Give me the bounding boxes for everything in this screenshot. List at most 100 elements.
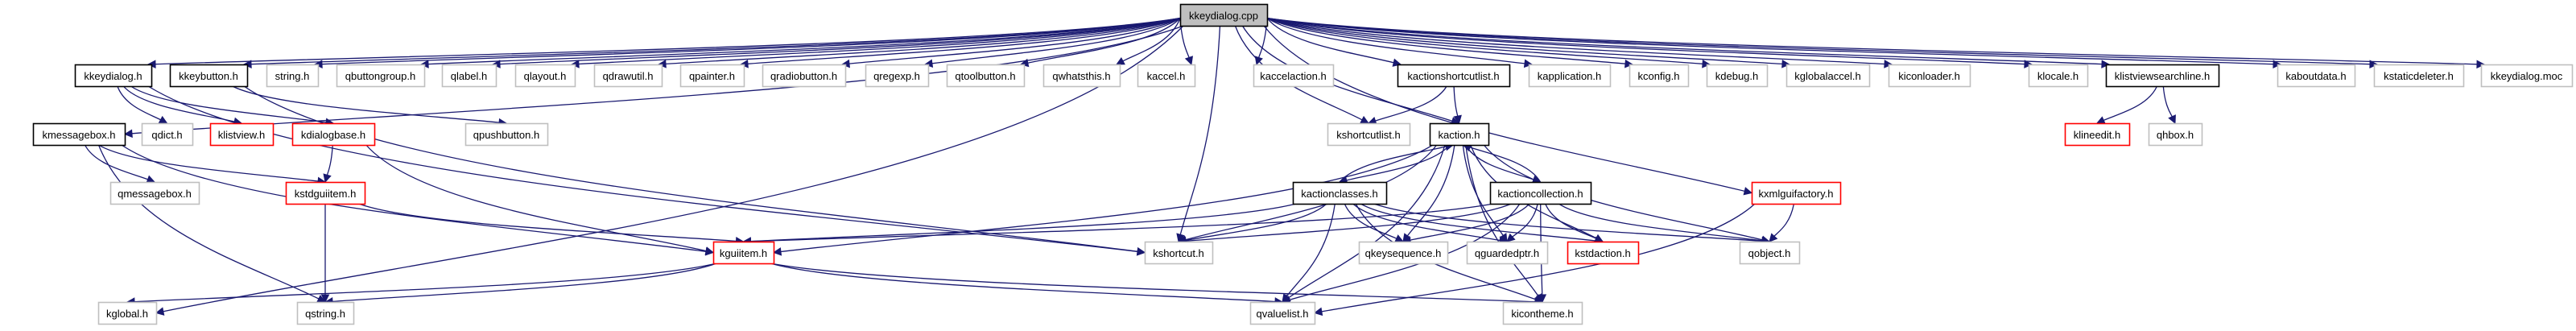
- edge-kactioncollection-h-to-kaction-h: [1462, 143, 1542, 183]
- arrowhead-icon: [1360, 115, 1369, 124]
- arrowhead-icon: [1136, 247, 1146, 256]
- edge-line: [848, 17, 1181, 64]
- node-kstdguiitem-h[interactable]: kstdguiitem.h: [285, 181, 366, 205]
- edge-kkeydialog-cpp-to-kaboutdata-h: [1266, 17, 2282, 68]
- edge-kmessagebox-h-to-qmessagebox-h: [84, 144, 156, 184]
- edge-kkeydialog-cpp-to-kstaticdeleter-h: [1266, 17, 2379, 68]
- node-qdict-h[interactable]: qdict.h: [141, 122, 194, 147]
- edge-line: [1185, 203, 1512, 242]
- node-qguardedptr-h[interactable]: qguardedptr.h: [1466, 241, 1549, 265]
- edge-line: [332, 263, 717, 303]
- node-kxmlguifactory-h[interactable]: kxmlguifactory.h: [1751, 181, 1842, 205]
- arrowhead-icon: [1313, 307, 1323, 317]
- node-box: [2480, 64, 2574, 88]
- node-label: kicontheme.h: [1511, 308, 1573, 320]
- node-label: kkeydialog.h: [84, 70, 142, 82]
- node-kstdaction-h[interactable]: kstdaction.h: [1567, 241, 1640, 265]
- node-qdrawutil-h[interactable]: qdrawutil.h: [593, 64, 663, 88]
- edge-klistviewsearchline-h-to-klineedit-h: [2095, 85, 2158, 125]
- edge-kxmlguifactory-h-to-qobject-h: [1769, 203, 1795, 242]
- arrowhead-icon: [2101, 60, 2111, 68]
- edge-line: [1545, 203, 1597, 239]
- node-box: [1327, 122, 1411, 147]
- arrowhead-icon: [1506, 233, 1516, 242]
- node-qradiobutton-h[interactable]: qradiobutton.h: [762, 64, 847, 88]
- node-box: [97, 301, 158, 325]
- edge-line: [1266, 17, 2274, 65]
- node-qpushbutton-h[interactable]: qpushbutton.h: [464, 122, 549, 147]
- node-box: [2105, 64, 2220, 88]
- node-kaccelaction-h[interactable]: kaccelaction.h: [1253, 64, 1335, 88]
- node-kshortcut-h[interactable]: kshortcut.h: [1144, 241, 1214, 265]
- node-label: qradiobutton.h: [770, 70, 837, 82]
- node-label: qguardedptr.h: [1475, 247, 1539, 259]
- edge-line: [1179, 25, 1221, 235]
- node-kkeydialog-moc[interactable]: kkeydialog.moc: [2480, 64, 2574, 88]
- edge-line: [130, 85, 327, 123]
- node-kicontheme-h[interactable]: kicontheme.h: [1502, 301, 1583, 325]
- node-label: qmessagebox.h: [118, 188, 192, 200]
- node-kguiitem-h[interactable]: kguiitem.h: [712, 241, 775, 265]
- node-klistview-h[interactable]: klistview.h: [209, 122, 275, 147]
- node-qwhatsthis-h[interactable]: qwhatsthis.h: [1042, 64, 1121, 88]
- node-qkeysequence-h[interactable]: qkeysequence.h: [1358, 241, 1449, 265]
- node-kshortcutlist-h[interactable]: kshortcutlist.h: [1327, 122, 1411, 147]
- node-label: kshortcutlist.h: [1336, 129, 1400, 141]
- node-box: [336, 64, 426, 88]
- edge-kactioncollection-h-to-qobject-h: [1558, 203, 1771, 246]
- node-kdebug-h[interactable]: kdebug.h: [1706, 64, 1769, 88]
- edge-line: [147, 85, 1138, 253]
- node-kapplication-h[interactable]: kapplication.h: [1528, 64, 1612, 88]
- node-box: [209, 122, 275, 147]
- node-klocale-h[interactable]: klocale.h: [2028, 64, 2089, 88]
- edge-line: [243, 85, 1138, 252]
- node-box: [1397, 64, 1511, 88]
- node-kactionclasses-h[interactable]: kactionclasses.h: [1292, 181, 1388, 205]
- node-kaction-h[interactable]: kaction.h: [1429, 122, 1490, 147]
- edge-kkeydialog-cpp-to-kxmlguifactory-h: [1263, 25, 1753, 196]
- node-kmessagebox-h[interactable]: kmessagebox.h: [32, 122, 126, 147]
- node-label: qpainter.h: [689, 70, 735, 82]
- node-box: [169, 64, 249, 88]
- node-box: [1489, 181, 1592, 205]
- edge-line: [1266, 17, 1626, 64]
- node-kglobalaccel-h[interactable]: kglobalaccel.h: [1785, 64, 1871, 88]
- node-kglobal-h[interactable]: kglobal.h: [97, 301, 158, 325]
- node-kkeydialog-h[interactable]: kkeydialog.h: [74, 64, 153, 88]
- node-qbuttongroup-h[interactable]: qbuttongroup.h: [336, 64, 426, 88]
- node-klistviewsearchline-h[interactable]: klistviewsearchline.h: [2105, 64, 2220, 88]
- node-string-h[interactable]: string.h: [266, 64, 320, 88]
- node-qlabel-h[interactable]: qlabel.h: [441, 64, 497, 88]
- node-box: [1429, 122, 1490, 147]
- node-kactionshortcutlist-h[interactable]: kactionshortcutlist.h: [1397, 64, 1511, 88]
- node-qregexp-h[interactable]: qregexp.h: [865, 64, 930, 88]
- node-qvaluelist-h[interactable]: qvaluelist.h: [1249, 301, 1316, 325]
- node-kaboutdata-h[interactable]: kaboutdata.h: [2277, 64, 2356, 88]
- node-kkeybutton-h[interactable]: kkeybutton.h: [169, 64, 249, 88]
- node-kdialogbase-h[interactable]: kdialogbase.h: [291, 122, 376, 147]
- arrowhead-icon: [1624, 59, 1634, 68]
- node-label: kglobalaccel.h: [1794, 70, 1860, 82]
- node-qhbox-h[interactable]: qhbox.h: [2148, 122, 2203, 147]
- node-qlayout-h[interactable]: qlayout.h: [514, 64, 576, 88]
- edge-line: [770, 263, 1536, 303]
- node-kconfig-h[interactable]: kconfig.h: [1629, 64, 1690, 88]
- edge-line: [1339, 146, 1447, 183]
- node-label: qwhatsthis.h: [1052, 70, 1110, 82]
- node-klineedit-h[interactable]: klineedit.h: [2064, 122, 2131, 147]
- node-qobject-h[interactable]: qobject.h: [1739, 241, 1801, 265]
- node-box: [1751, 181, 1842, 205]
- edge-kactioncollection-h-to-kguiitem-h: [742, 203, 1494, 246]
- node-qmessagebox-h[interactable]: qmessagebox.h: [109, 181, 200, 205]
- edge-line: [1375, 85, 1447, 122]
- node-qtoolbutton-h[interactable]: qtoolbutton.h: [946, 64, 1026, 88]
- node-kiconloader-h[interactable]: kiconloader.h: [1888, 64, 1971, 88]
- node-qpainter-h[interactable]: qpainter.h: [679, 64, 745, 88]
- node-kactioncollection-h[interactable]: kactioncollection.h: [1489, 181, 1592, 205]
- node-kaccel-h[interactable]: kaccel.h: [1137, 64, 1196, 88]
- node-qstring-h[interactable]: qstring.h: [296, 301, 355, 325]
- node-box: [679, 64, 745, 88]
- node-box: [1137, 64, 1196, 88]
- node-kstaticdeleter-h[interactable]: kstaticdeleter.h: [2373, 64, 2465, 88]
- edge-kkeydialog-cpp-to-kconfig-h: [1266, 17, 1634, 68]
